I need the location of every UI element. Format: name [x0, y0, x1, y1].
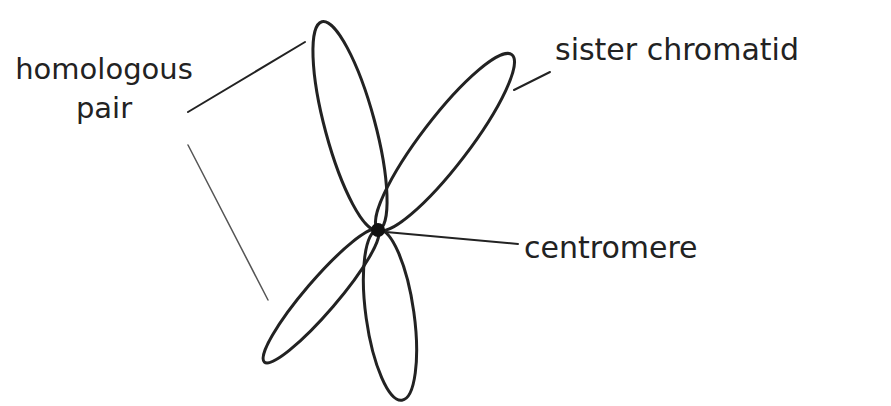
leader-line	[514, 72, 550, 90]
chromatid-arm	[359, 40, 531, 244]
leader-line	[386, 232, 518, 244]
chromatid-arm	[298, 15, 403, 237]
part-label: sister chromatid	[555, 30, 885, 71]
leader-line	[188, 145, 268, 300]
leader-line	[188, 42, 305, 112]
bracket-label: homologous pair	[6, 50, 202, 128]
chromatid-arm	[354, 226, 425, 403]
centromere-dot	[371, 223, 385, 237]
part-label: centromere	[524, 228, 824, 269]
